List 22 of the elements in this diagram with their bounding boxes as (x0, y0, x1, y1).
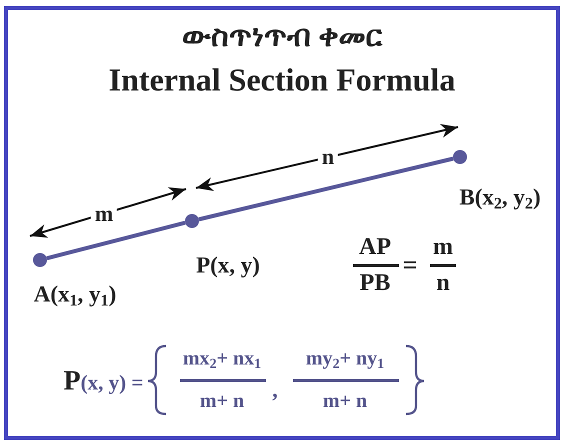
formula-term: = (402, 252, 418, 280)
formula-term: m (433, 234, 453, 260)
formula-term: , (272, 378, 278, 402)
subtitle: Internal Section Formula (108, 62, 456, 98)
line-segment (46, 220, 186, 260)
formula-term: P (63, 366, 81, 398)
formula-term: m+ n (200, 390, 244, 412)
point-label: B(x$_{2}$, y$_{2}$) (459, 184, 541, 214)
formula-term: m+ n (322, 390, 368, 412)
point-dot (33, 253, 47, 267)
formula-term: mx$_{2}$+ nx$_{1}$ (182, 348, 262, 372)
title: ውስጥነጥብ ቀመር (180, 20, 384, 53)
formula-term: PB (360, 270, 390, 296)
line-segment (198, 156, 454, 222)
formula-term: AP (359, 234, 391, 260)
point-label: A(x$_{1}$, y$_{1}$) (34, 282, 116, 310)
formula-term: my$_{2}$+ ny$_{1}$ (306, 348, 384, 372)
formula-term: (x, y) = (80, 371, 144, 395)
point-dot (453, 150, 467, 164)
point-label: P(x, y) (196, 252, 260, 278)
point-dot (185, 214, 199, 228)
formula-term: n (436, 270, 450, 296)
